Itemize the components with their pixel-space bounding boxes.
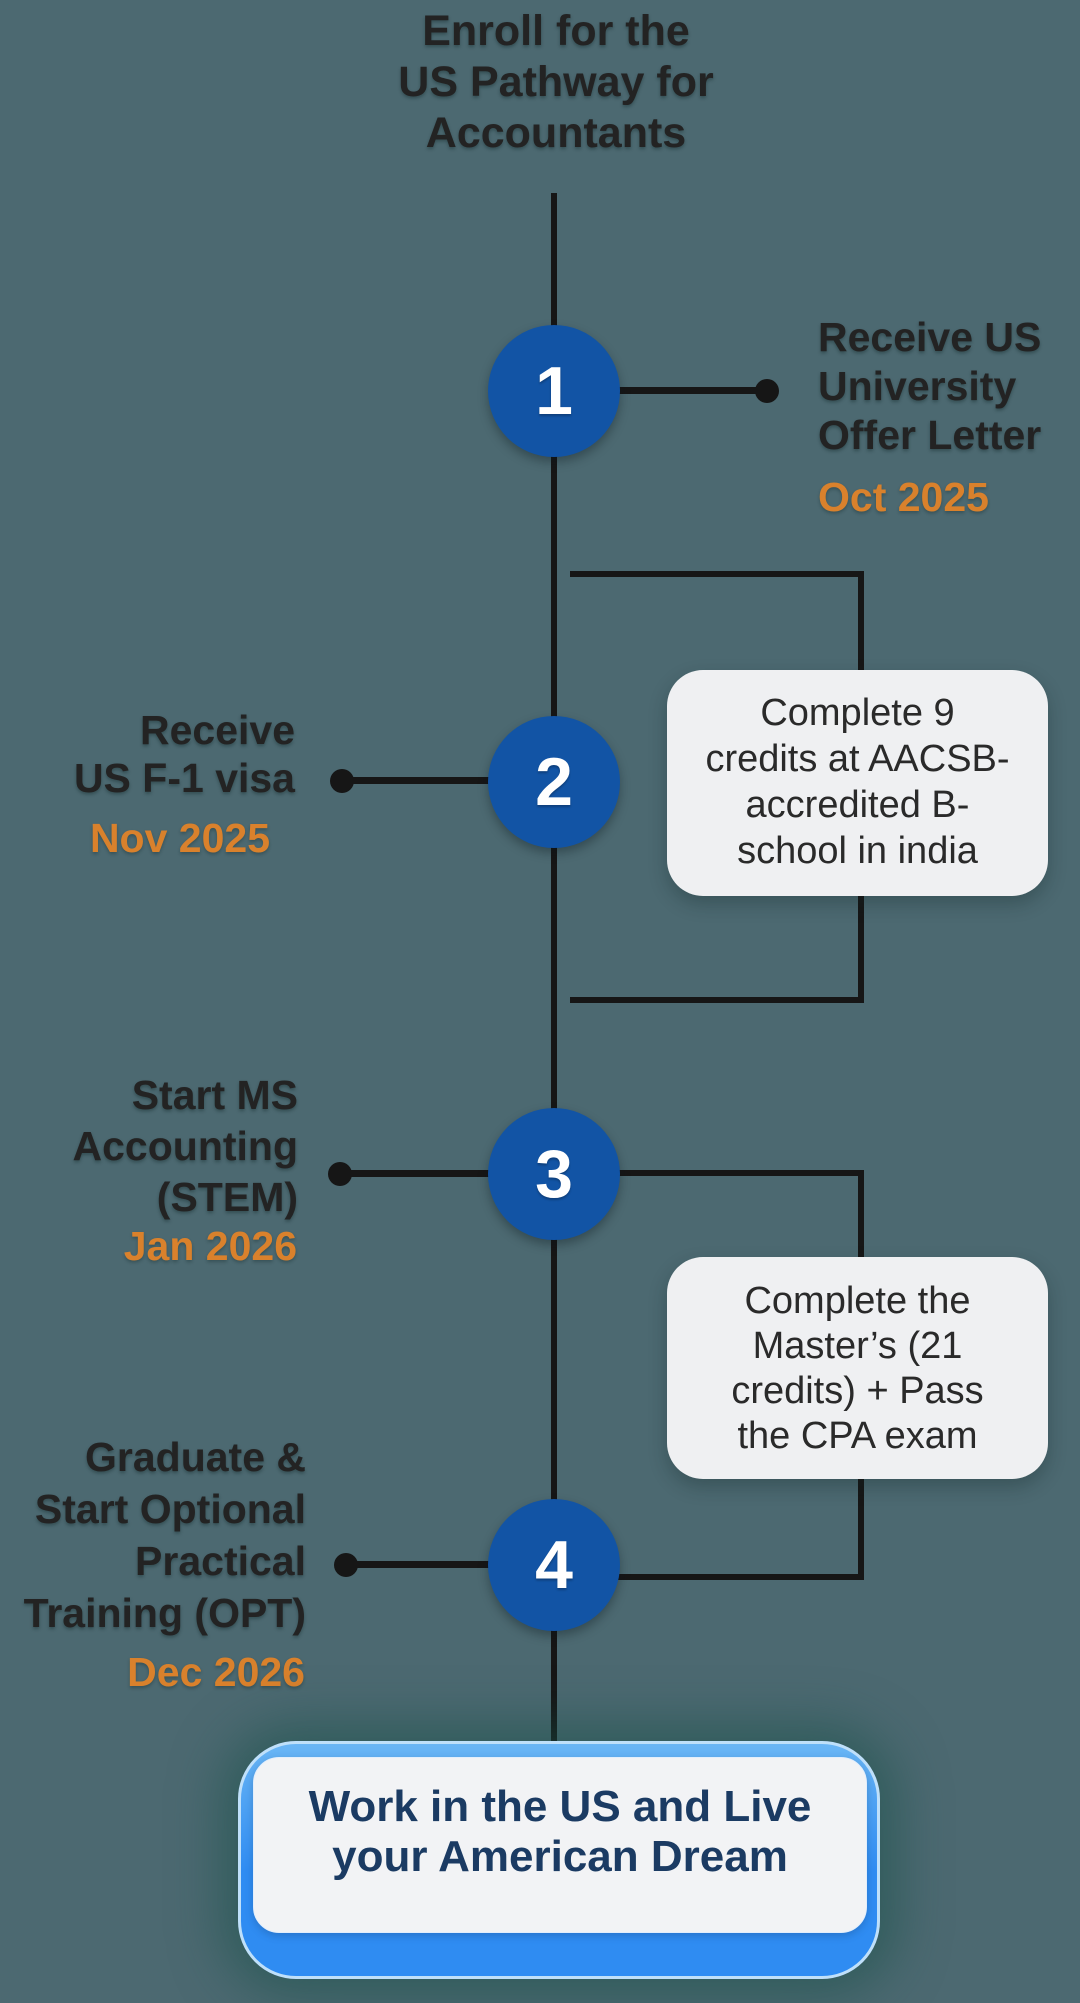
- outcome-text: Work in the US and Live your American Dr…: [253, 1757, 867, 1933]
- step-1-number: 1: [535, 353, 573, 429]
- step-4-date: Dec 2026: [127, 1649, 305, 1695]
- callout-box-credits: Complete 9 credits at AACSB- accredited …: [667, 670, 1048, 896]
- step-2-connector-line: [340, 777, 490, 784]
- step-3-date: Jan 2026: [123, 1223, 297, 1269]
- step-4-connector-line: [344, 1561, 490, 1568]
- step-2-date: Nov 2025: [89, 815, 270, 861]
- page-title: Enroll for the US Pathway for Accountant…: [398, 7, 714, 157]
- callout-box-masters-cpa: Complete the Master’s (21 credits) + Pas…: [667, 1257, 1048, 1479]
- step-circle-4: 4: [488, 1499, 620, 1631]
- step-2-label: Receive US F-1 visa: [73, 707, 295, 801]
- step-circle-2: 2: [488, 716, 620, 848]
- step-3-connector-dot: [328, 1162, 352, 1186]
- step-circle-1: 1: [488, 325, 620, 457]
- step-1-label: Receive US University Offer Letter: [818, 314, 1042, 458]
- step-4-label: Graduate & Start Optional Practical Trai…: [23, 1434, 306, 1636]
- outcome-box: Work in the US and Live your American Dr…: [238, 1741, 880, 1979]
- timeline-spine: [551, 193, 557, 1750]
- step-3-label: Start MS Accounting (STEM): [72, 1072, 298, 1220]
- step-3-number: 3: [535, 1136, 573, 1212]
- step-4-number: 4: [535, 1527, 573, 1603]
- step-2-connector-dot: [330, 769, 354, 793]
- step-2-number: 2: [535, 744, 573, 820]
- step-4-connector-dot: [334, 1553, 358, 1577]
- step-1-connector-line: [616, 387, 767, 394]
- step-3-connector-line: [338, 1170, 490, 1177]
- step-1-date: Oct 2025: [818, 474, 989, 520]
- step-1-connector-dot: [755, 379, 779, 403]
- step-circle-3: 3: [488, 1108, 620, 1240]
